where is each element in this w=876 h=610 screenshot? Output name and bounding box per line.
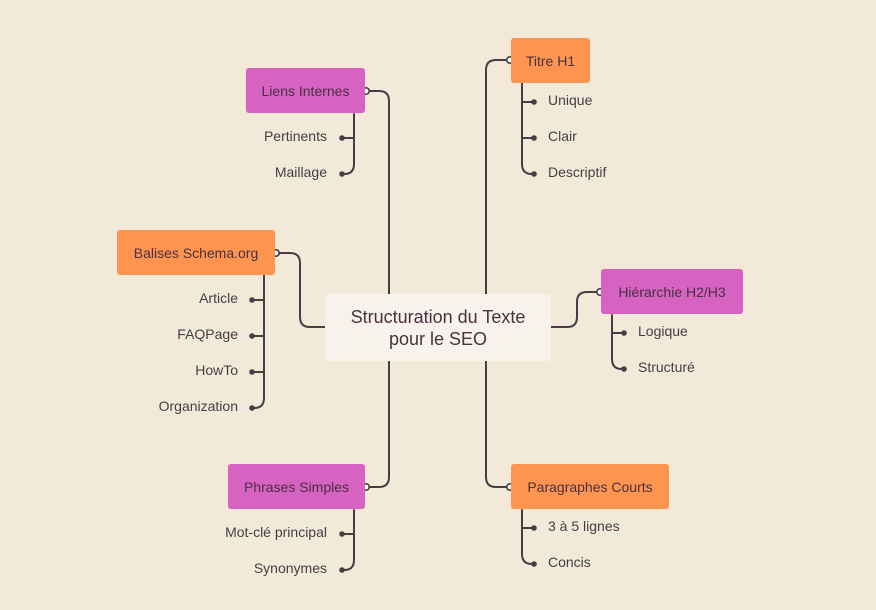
leaf-3-5-lignes[interactable]: 3 à 5 lignes [548, 518, 620, 534]
node-label: Balises Schema.org [133, 244, 259, 261]
stem-paragraphes [521, 509, 535, 565]
node-paragraphes-courts[interactable]: Paragraphes Courts [511, 464, 669, 509]
node-label: Phrases Simples [243, 478, 350, 495]
leaf-clair[interactable]: Clair [548, 128, 577, 144]
node-phrases-simples[interactable]: Phrases Simples [228, 464, 365, 509]
leaf-howto[interactable]: HowTo [195, 362, 238, 378]
stem-schema [251, 274, 265, 409]
leaf-maillage[interactable]: Maillage [274, 164, 327, 180]
leaf-faqpage[interactable]: FAQPage [177, 326, 238, 342]
leaf-descriptif[interactable]: Descriptif [548, 164, 607, 180]
leaf-mot-cle[interactable]: Mot-clé principal [225, 524, 327, 540]
leaf-logique[interactable]: Logique [638, 323, 688, 339]
leaf-concis[interactable]: Concis [548, 554, 591, 570]
central-title-line1: Structuration du Texte [350, 306, 526, 327]
node-label: Titre H1 [525, 52, 576, 69]
link-paragraphes [485, 360, 511, 488]
stem-phrases [341, 509, 355, 571]
node-titre-h1[interactable]: Titre H1 [511, 38, 590, 83]
leaf-pertinents[interactable]: Pertinents [263, 128, 327, 144]
stem-hierarchie [611, 314, 625, 370]
link-hierarchie [550, 291, 601, 328]
link-phrases [365, 360, 390, 488]
leaf-dots [249, 99, 627, 573]
link-liens [365, 90, 390, 295]
leaf-synonymes[interactable]: Synonymes [253, 560, 327, 576]
link-titre [485, 59, 511, 295]
stem-titre [521, 82, 535, 175]
node-liens-internes[interactable]: Liens Internes [246, 68, 365, 113]
central-title-line2: pour le SEO [388, 328, 488, 349]
central-node[interactable]: Structuration du Texte pour le SEO [325, 294, 551, 361]
link-schema [275, 252, 326, 328]
node-handles [271, 55, 604, 491]
node-hierarchie[interactable]: Hiérarchie H2/H3 [601, 269, 743, 314]
node-label: Liens Internes [261, 82, 350, 99]
stem-liens [341, 113, 355, 175]
leaf-article[interactable]: Article [199, 290, 238, 306]
leaf-unique[interactable]: Unique [548, 92, 593, 108]
node-label: Paragraphes Courts [527, 478, 653, 495]
node-balises-schema[interactable]: Balises Schema.org [117, 230, 275, 275]
leaf-organization[interactable]: Organization [158, 398, 238, 414]
leaf-structure[interactable]: Structuré [638, 359, 695, 375]
node-label: Hiérarchie H2/H3 [618, 283, 726, 300]
